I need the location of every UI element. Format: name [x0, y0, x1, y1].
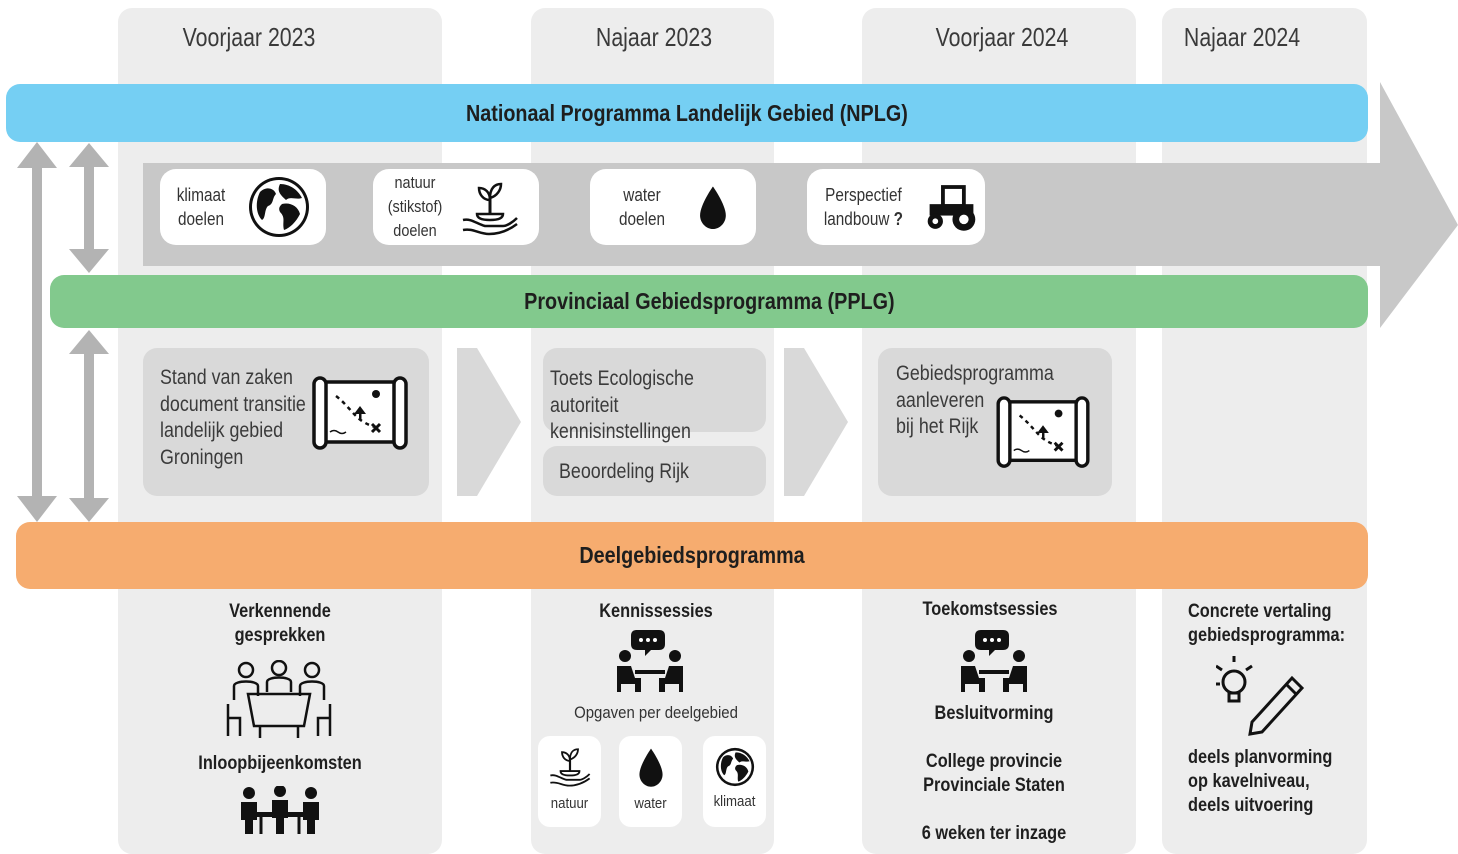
water-drop-icon — [638, 748, 663, 787]
col4-title: Concrete vertaling gebiedsprogramma: — [1188, 601, 1346, 646]
col1-sub: Inloopbijeenkomsten — [198, 753, 362, 774]
goal-natuur-card: natuur (stikstof) doelen — [373, 169, 539, 245]
plant-hand-icon — [549, 748, 590, 787]
idea-pencil-icon — [1216, 656, 1305, 736]
goal-landbouw-question: ? — [893, 209, 904, 229]
goal-klimaat-label: klimaat doelen — [176, 185, 226, 229]
opgave-natuur-card: natuur — [538, 736, 601, 827]
col3-sub-inzage: 6 weken ter inzage — [921, 823, 1067, 844]
gebiedsprogramma-text: Gebiedsprogramma aanleveren bij het Rijk — [896, 362, 1054, 438]
people-meeting-icon — [241, 786, 319, 834]
opgave-klimaat-card: klimaat — [703, 736, 766, 827]
goal-landbouw-card: Perspectief landbouw ? — [807, 169, 985, 245]
band-nplg-label: Nationaal Programma Landelijk Gebied (NP… — [466, 99, 908, 126]
stand-van-zaken-box: Stand van zaken document transitie lande… — [143, 348, 429, 496]
stand-van-zaken-text: Stand van zaken document transitie lande… — [160, 366, 306, 469]
water-drop-icon — [700, 186, 726, 229]
beoordeling-box: Beoordeling Rijk — [543, 446, 766, 496]
flow-chevron-icon — [784, 348, 848, 496]
goal-klimaat-card: klimaat doelen — [160, 169, 326, 245]
map-icon — [312, 376, 408, 450]
flow-chevron-icon — [457, 348, 521, 496]
goal-landbouw-line1: Perspectief — [825, 185, 902, 205]
goal-natuur-label: natuur (stikstof) doelen — [387, 173, 443, 240]
goal-landbouw-text: Perspectief landbouw ? — [823, 183, 904, 231]
opgave-klimaat-label: klimaat — [713, 793, 756, 810]
gebiedsprogramma-box: Gebiedsprogramma aanleveren bij het Rijk — [878, 348, 1112, 496]
tractor-icon — [927, 185, 976, 231]
discussion-icon — [961, 630, 1027, 692]
opgave-water-card: water — [619, 736, 682, 827]
col2-title: Kennissessies — [599, 601, 713, 622]
plant-hand-icon — [462, 182, 518, 236]
globe-icon — [249, 177, 309, 237]
col1-title: Verkennende gesprekken — [229, 601, 331, 646]
goal-water-label: water doelen — [619, 185, 665, 229]
col2-sub: Opgaven per deelgebied — [574, 703, 738, 722]
goal-landbouw-line2: landbouw ? — [823, 207, 904, 231]
globe-icon — [715, 747, 754, 787]
col3-sub-besluitvorming: Besluitvorming — [934, 703, 1054, 724]
col3-title: Toekomstsessies — [922, 599, 1058, 620]
goal-landbouw-line2-text: landbouw — [823, 209, 890, 229]
opgave-water-label: water — [634, 795, 667, 812]
double-arrow-icon — [17, 142, 57, 522]
map-icon — [996, 396, 1090, 468]
band-pplg-label: Provinciaal Gebiedsprogramma (PPLG) — [523, 288, 895, 314]
col3-sub-college: College provincie Provinciale Staten — [923, 751, 1065, 796]
band-deelgebied-label: Deelgebiedsprogramma — [579, 542, 805, 568]
period-label: Voorjaar 2024 — [935, 22, 1069, 52]
double-arrow-icon — [69, 143, 109, 273]
goal-water-card: water doelen — [590, 169, 756, 245]
meeting-table-icon — [226, 660, 332, 738]
toets-text: Toets Ecologische autoriteit kennisinste… — [550, 367, 694, 443]
toets-box: Toets Ecologische autoriteit kennisinste… — [543, 348, 766, 443]
opgave-natuur-label: natuur — [550, 795, 589, 812]
discussion-icon — [617, 630, 683, 692]
band-nplg: Nationaal Programma Landelijk Gebied (NP… — [6, 84, 1368, 142]
band-pplg: Provinciaal Gebiedsprogramma (PPLG) — [50, 275, 1368, 328]
period-label: Najaar 2024 — [1183, 22, 1301, 52]
period-label: Voorjaar 2023 — [182, 22, 316, 52]
col4-sub: deels planvorming op kavelniveau, deels … — [1188, 747, 1333, 816]
double-arrow-icon — [69, 330, 109, 522]
column-najaar-2024 — [1162, 8, 1367, 854]
period-label: Najaar 2023 — [595, 22, 713, 52]
band-deelgebied: Deelgebiedsprogramma — [16, 522, 1368, 589]
beoordeling-text: Beoordeling Rijk — [559, 460, 689, 483]
